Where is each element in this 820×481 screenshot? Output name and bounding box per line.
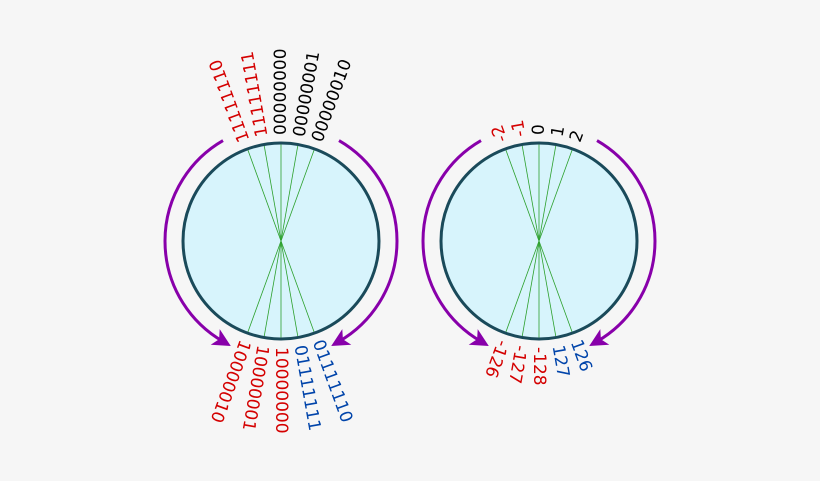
top-value-label: -2 — [488, 122, 513, 145]
left-arrow-arc — [163, 139, 231, 346]
right-arrow-arc — [331, 139, 399, 346]
top-value-label: 2 — [566, 128, 588, 145]
bottom-value-label: -128 — [529, 347, 549, 386]
right-arrow-arc — [589, 139, 657, 346]
ring-outline — [181, 141, 381, 341]
spoke-line — [505, 148, 573, 334]
ring-outline — [439, 141, 639, 341]
left-arrow-arc — [421, 139, 489, 346]
top-value-label: 1 — [548, 124, 570, 138]
top-value-label: 0 — [529, 124, 549, 135]
spoke-line — [247, 148, 315, 334]
bottom-value-label: 10000000 — [271, 347, 291, 434]
top-value-label: -1 — [508, 118, 531, 138]
top-value-label: 00000000 — [271, 48, 291, 135]
binary-ring: 1111111011111111000000000000000100000010… — [163, 48, 399, 434]
